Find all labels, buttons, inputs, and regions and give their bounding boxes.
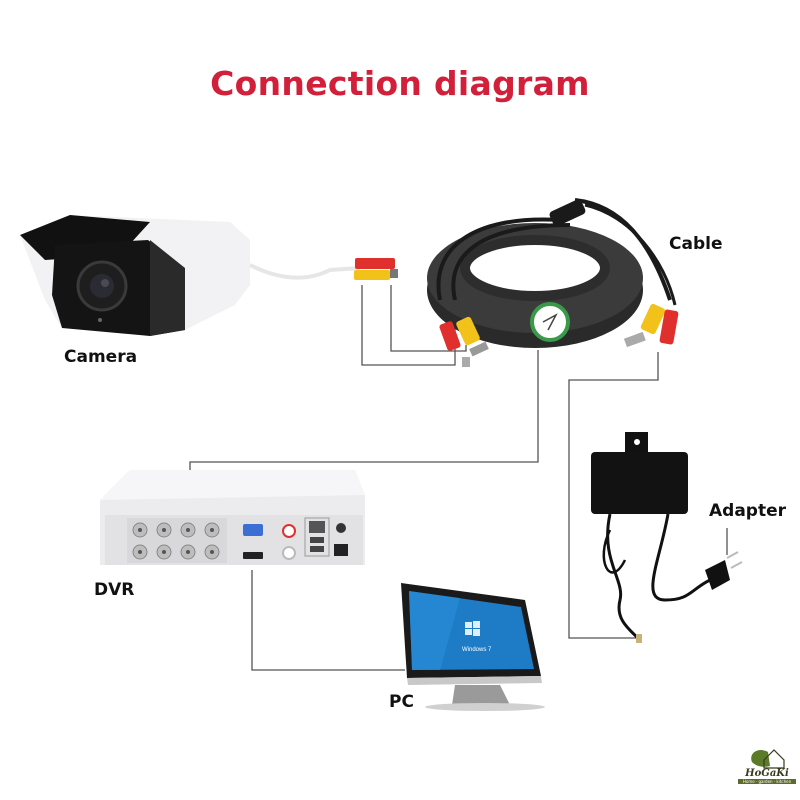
brand-logo-icon: [751, 749, 785, 769]
os-splash-text: Windows 7: [462, 647, 492, 653]
line-cable-adapter: [568, 352, 659, 639]
line-camera-power: [390, 285, 467, 352]
cable-image: [427, 198, 679, 367]
brand-tagline: Home · garden · kitchen: [738, 779, 796, 784]
cable-label: Cable: [669, 234, 722, 254]
brand-name: HoGaKi: [745, 768, 789, 779]
camera-label: Camera: [64, 347, 137, 367]
pc-image: Windows 7: [401, 583, 545, 711]
line-dvr-pc: [251, 570, 405, 671]
camera-image: [20, 215, 398, 336]
brand-logo: HoGaKi Home · garden · kitchen: [738, 750, 796, 784]
pc-label: PC: [389, 692, 414, 712]
adapter-image: [591, 432, 743, 643]
dvr-label: DVR: [94, 580, 134, 600]
dvr-image: [100, 470, 365, 565]
adapter-label: Adapter: [709, 501, 787, 521]
diagram-title: Connection diagram: [210, 64, 590, 103]
windows-logo-icon: [465, 621, 480, 636]
